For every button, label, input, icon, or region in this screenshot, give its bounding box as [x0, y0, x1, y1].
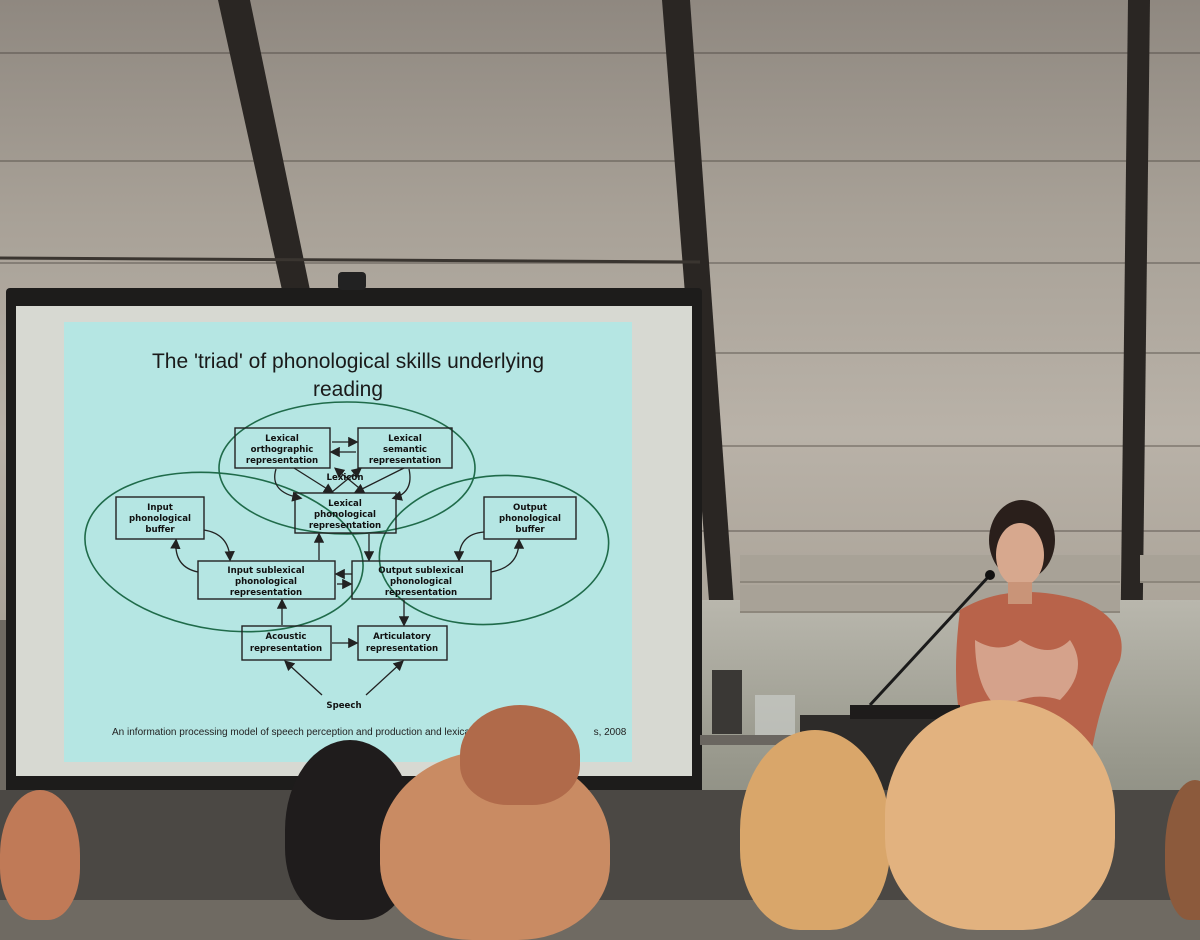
side-table	[700, 735, 800, 745]
presenter-neck	[1008, 582, 1032, 604]
audience-head	[0, 790, 80, 920]
box-text: Output sublexical	[378, 566, 463, 576]
microphone	[868, 573, 992, 707]
box-text: phonological	[314, 510, 376, 520]
box-text: Lexical	[328, 499, 362, 509]
presentation-slide: The 'triad' of phonological skills under…	[64, 322, 632, 762]
box-text: Input	[147, 503, 173, 513]
box-text: Input sublexical	[227, 566, 304, 576]
box-text: Articulatory	[373, 632, 431, 642]
phonological-model-diagram: Lexical orthographic representation Lexi…	[84, 401, 610, 711]
arrow	[333, 467, 365, 493]
box-text: representation	[246, 456, 318, 466]
microphone-head	[985, 570, 995, 580]
slide-title-line: The 'triad' of phonological skills under…	[151, 350, 545, 373]
audience-head	[740, 730, 890, 930]
box-text: representation	[309, 521, 381, 531]
caption-text: An information processing model of speec…	[112, 727, 470, 738]
ceiling-fold	[700, 530, 1200, 532]
box-output-buf	[483, 496, 577, 540]
input-ellipse	[84, 471, 364, 633]
ceiling-fold	[0, 52, 1200, 54]
audience-head	[885, 700, 1115, 930]
slide-title-line: reading	[312, 378, 384, 401]
presenter-face	[996, 523, 1044, 587]
box-input-buf	[115, 496, 205, 540]
box-text: buffer	[145, 525, 175, 535]
slide-title: The 'triad' of phonological skills under…	[64, 348, 632, 404]
box-text: representation	[250, 644, 322, 654]
box-text: Acoustic	[265, 632, 306, 642]
arrow	[203, 529, 235, 562]
box-text: phonological	[235, 577, 297, 587]
box-input-sub	[197, 560, 336, 600]
box-lex-phon	[294, 492, 397, 534]
arrow	[284, 660, 323, 696]
lexicon-label: Lexicon	[327, 473, 364, 483]
box-text: Lexical	[265, 434, 299, 444]
jug	[712, 670, 742, 734]
lexicon-ellipse	[218, 401, 476, 535]
arrow	[490, 538, 525, 573]
glasses	[755, 695, 795, 737]
caption-year: s, 2008	[593, 727, 627, 738]
ceiling-fold	[700, 445, 1200, 447]
box-text: representation	[230, 588, 302, 598]
box-text: semantic	[383, 445, 427, 455]
box-text: Output	[513, 503, 547, 513]
arrow	[453, 531, 485, 562]
box-text: Lexical	[388, 434, 422, 444]
arrow	[331, 467, 363, 493]
box-text: phonological	[499, 514, 561, 524]
screen-mount	[338, 272, 366, 290]
window-blind	[1140, 555, 1200, 583]
box-text: representation	[369, 456, 441, 466]
lectern-top	[850, 705, 960, 719]
box-lex-sem	[357, 427, 453, 469]
ceiling-fold	[700, 352, 1200, 354]
box-text: phonological	[390, 577, 452, 587]
arrow	[365, 660, 404, 696]
window-blind	[740, 555, 1120, 583]
arrow	[170, 538, 199, 573]
output-ellipse	[378, 474, 610, 626]
box-text: representation	[385, 588, 457, 598]
box-text: orthographic	[251, 445, 314, 455]
audience-head	[460, 705, 580, 805]
arrow	[274, 468, 303, 502]
arrow	[293, 467, 335, 494]
arrow	[391, 468, 411, 501]
ceiling-fold	[0, 160, 1200, 162]
box-acoustic	[241, 625, 332, 661]
dress-pattern	[975, 640, 1078, 710]
slide-caption: An information processing model of speec…	[112, 727, 626, 738]
ceiling-fold	[0, 262, 1200, 264]
box-text: phonological	[129, 514, 191, 524]
box-text: buffer	[515, 525, 545, 535]
box-text: representation	[366, 644, 438, 654]
speech-label: Speech	[326, 701, 361, 711]
arrow	[353, 467, 405, 494]
